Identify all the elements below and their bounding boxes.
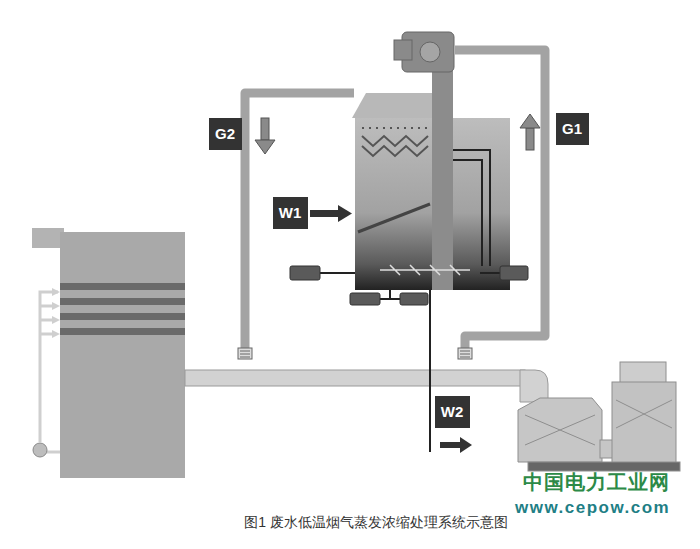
scrubbers-part [620,362,666,384]
water-arrows-part [338,205,352,222]
boiler [32,228,185,478]
liquid-pipes-part [453,150,490,266]
water-arrows [310,205,472,453]
boiler-arrowheads-part [52,316,60,324]
dampers-part [238,348,252,359]
scrubbers-part [525,415,595,445]
flow-arrows [255,114,540,154]
flow-arrows-part [526,128,534,150]
scrubbers-part [518,398,602,462]
watermark-url: www.cepow.com [515,498,670,518]
boiler-circulation-part [40,292,58,442]
liquid-pipes-part [320,272,355,274]
flow-arrows-part [255,140,275,154]
evaporation-tower-part [362,136,428,146]
evaporation-tower-part [352,93,432,118]
fan [394,32,454,72]
dampers-part [240,351,250,357]
scrubbers-part [612,382,676,464]
dampers-part [460,351,470,357]
stream-label-box: G1 [556,113,589,145]
boiler-circulation [40,292,60,452]
scrubbers-part [616,400,672,428]
watermark-title: 中国电力工业网 [523,470,670,494]
boiler-arrowheads-part [52,330,60,338]
liquid-pipes-part [429,290,431,452]
boiler-circulation-part [40,305,52,308]
boiler-circulation-part [40,333,52,336]
pumps-part [290,266,320,280]
fan-part [420,42,440,62]
scrubbers-part [528,462,680,471]
stream-code: W2 [441,404,464,421]
boiler-part [60,232,185,478]
dampers [238,348,472,359]
pumps-part [500,266,528,280]
boiler-part [60,313,185,320]
dampers-part [458,348,472,359]
scrubbers [518,362,680,471]
boiler-circulation-part [40,319,52,322]
boiler-part [60,298,185,305]
flue-duct-part [185,370,525,386]
liquid-pipes-part [453,160,482,266]
evaporation-tower-part [432,55,453,290]
flow-arrows-part [520,114,540,128]
evaporation-tower [352,55,510,290]
flue-duct [185,370,548,402]
liquid-pipes-part [389,290,391,299]
evaporation-tower-part [358,204,430,232]
boiler-part [60,328,185,335]
stream-label-box: W1 [273,197,308,229]
pumps [290,266,528,305]
water-arrows-part [440,442,462,448]
figure-caption: 图1 废水低温烟气蒸发浓缩处理系统示意图 [244,514,508,531]
liquid-pipes [320,150,510,452]
boiler-part [60,283,185,290]
boiler-arrowheads-part [33,443,47,457]
pumps-part [400,293,428,305]
boiler-circulation-part [46,451,60,454]
stream-code: G1 [562,121,582,138]
water-arrows-part [310,210,340,217]
stream-code: W1 [279,205,302,222]
water-arrows-part [460,437,472,453]
stream-code: G2 [215,126,235,143]
flue-duct-part [520,370,548,402]
boiler-arrowheads-part [52,288,60,296]
boiler-arrowheads [33,288,60,457]
boiler-arrowheads-part [52,302,60,310]
stream-label-box: G2 [209,118,242,150]
flow-arrows-part [261,118,269,140]
gas-pipes-part [245,93,354,350]
gas-pipes [245,50,545,350]
evaporation-tower-part [380,265,470,275]
fan-part [394,40,412,60]
boiler-part [32,228,64,248]
evaporation-tower-part [362,146,428,156]
evaporation-tower-part [362,127,428,129]
stream-label-box: W2 [435,396,470,428]
pumps-part [350,293,380,305]
